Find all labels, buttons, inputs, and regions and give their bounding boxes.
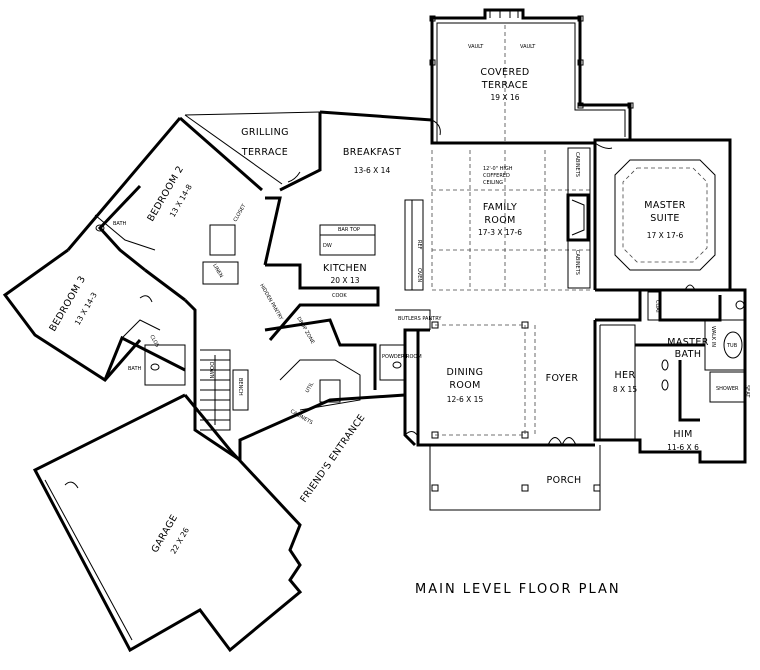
dining-room-label-2: ROOM xyxy=(449,380,480,391)
him-dim: 11-6 X 6 xyxy=(667,443,699,452)
down-label: DOWN xyxy=(208,362,214,379)
covered-terrace-dim: 19 X 16 xyxy=(491,93,520,102)
fireplace-icon xyxy=(566,193,590,242)
tub-label: TUB xyxy=(726,343,738,349)
clos-label: CLOS xyxy=(148,334,160,348)
butlers-pantry-label: BUTLERS PANTRY xyxy=(398,316,442,322)
family-room-label: FAMILY xyxy=(483,202,517,213)
bath1-label: BATH xyxy=(113,221,127,227)
cabinets-bottom-label: CABINETS xyxy=(574,250,580,275)
vault-right-label: VAULT xyxy=(520,44,536,50)
cook-label: COOK xyxy=(332,293,347,299)
covered-terrace-area xyxy=(429,8,634,143)
door-swing-icon xyxy=(64,119,696,489)
dining-room-label: DINING xyxy=(447,367,484,378)
cabinets-top-label: CABINETS xyxy=(574,152,580,177)
plan-title: MAIN LEVEL FLOOR PLAN xyxy=(415,582,621,597)
her-label: HER xyxy=(615,370,636,381)
dw-label: DW xyxy=(323,243,332,249)
friends-entrance-label: FRIEND'S ENTRANCE xyxy=(298,412,367,504)
bath2-label: BATH xyxy=(128,366,142,372)
covered-terrace-label: COVERED xyxy=(480,67,529,78)
coat-label: COAT xyxy=(654,300,660,314)
powder-room-label: POWDER ROOM xyxy=(382,354,422,360)
kitchen-counters xyxy=(263,196,424,341)
kitchen-label: KITCHEN xyxy=(323,263,367,274)
seat-label: SEAT xyxy=(744,385,750,398)
coffered-l2: COFFERED xyxy=(483,173,510,179)
bedroom3-label: BEDROOM 3 xyxy=(48,274,89,333)
dining-room-dim: 12-6 X 15 xyxy=(447,395,484,404)
closet-label: CLOSET xyxy=(233,202,248,223)
grilling-terrace-label: GRILLING xyxy=(241,127,289,138)
exterior-walls xyxy=(2,110,747,653)
stairs xyxy=(200,349,249,431)
master-bath-label-2: BATH xyxy=(675,349,702,360)
bench-label: BENCH xyxy=(237,378,243,396)
dining-foyer-area xyxy=(416,321,601,511)
bar-top-label: BAR TOP xyxy=(338,227,360,233)
sink-icon-2 xyxy=(661,379,669,391)
master-suite-dim: 17 X 17-6 xyxy=(647,231,684,240)
hidden-pantry-label: HIDDEN PANTRY xyxy=(258,283,284,322)
family-room-dim: 17-3 X 17-6 xyxy=(478,228,522,237)
him-label: HIM xyxy=(673,429,692,440)
foyer-label: FOYER xyxy=(546,373,579,384)
drop-zone-label: DROP ZONE xyxy=(295,316,315,345)
family-room-area xyxy=(431,147,591,291)
shower-label: SHOWER xyxy=(716,386,739,392)
master-suite-label-2: SUITE xyxy=(650,213,680,224)
grilling-terrace-label-2: TERRACE xyxy=(241,147,288,158)
breakfast-dim: 13-6 X 14 xyxy=(354,166,391,175)
walk-in-label: WALK IN xyxy=(710,326,716,347)
linen-label: LINEN xyxy=(211,263,224,279)
kitchen-dim: 20 X 13 xyxy=(331,276,360,285)
tub-icon xyxy=(723,331,743,359)
sink-icon xyxy=(661,359,669,371)
toilet-icon xyxy=(735,300,745,310)
master-bath-area xyxy=(595,290,746,441)
garage-area xyxy=(44,479,133,641)
powder-toilet-icon xyxy=(392,361,402,369)
breakfast-label: BREAKFAST xyxy=(343,147,401,158)
coffered-l3: CEILING xyxy=(483,180,503,186)
util-label: UTIL xyxy=(305,381,316,394)
ref-label: REF xyxy=(416,240,422,250)
master-suite-label: MASTER xyxy=(644,200,686,211)
porch-label: PORCH xyxy=(546,475,581,486)
her-dim: 8 X 15 xyxy=(613,385,637,394)
utility-area xyxy=(279,309,431,411)
family-room-label-2: ROOM xyxy=(484,215,515,226)
vault-left-label: VAULT xyxy=(468,44,484,50)
bedroom3-area xyxy=(121,319,186,386)
bedroom2-area xyxy=(94,184,239,285)
coffered-l1: 12'-0" HIGH xyxy=(483,166,513,172)
covered-terrace-label-2: TERRACE xyxy=(481,80,528,91)
oven-label: OVEN xyxy=(416,268,422,282)
master-bath-label: MASTER xyxy=(667,337,709,348)
